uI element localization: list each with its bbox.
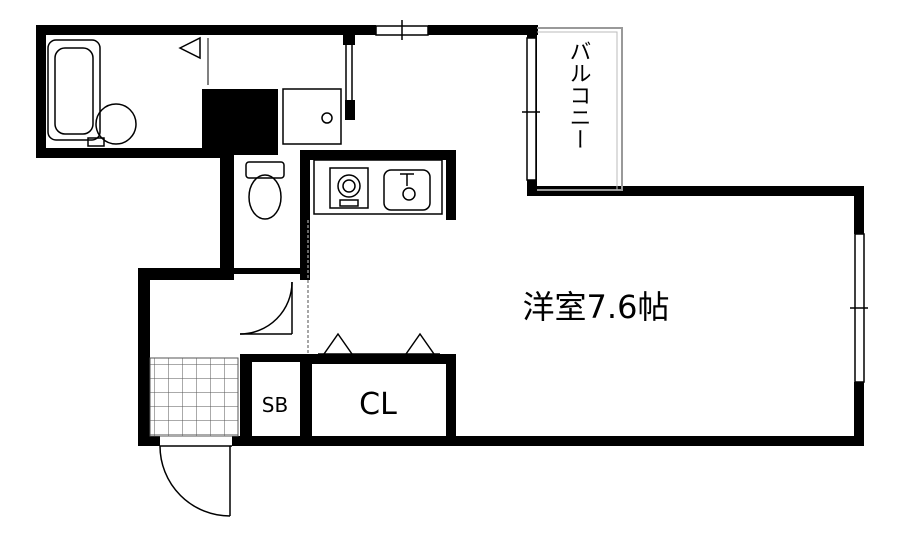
room-label-shoe-box: SB <box>262 393 288 417</box>
balcony <box>537 27 623 191</box>
bathtub <box>47 39 137 147</box>
windows <box>345 20 868 383</box>
room-label-closet: CL <box>359 387 397 422</box>
doors <box>159 220 440 517</box>
ventilation-marker <box>178 36 209 85</box>
washing-machine-pan <box>282 88 342 145</box>
room-label-balcony: バルコニー <box>566 40 591 150</box>
room-label-main: 洋室7.6帖 <box>523 288 670 326</box>
kitchen-counter <box>313 159 443 215</box>
entry-tile-floor <box>149 357 239 437</box>
toilet <box>245 161 285 220</box>
